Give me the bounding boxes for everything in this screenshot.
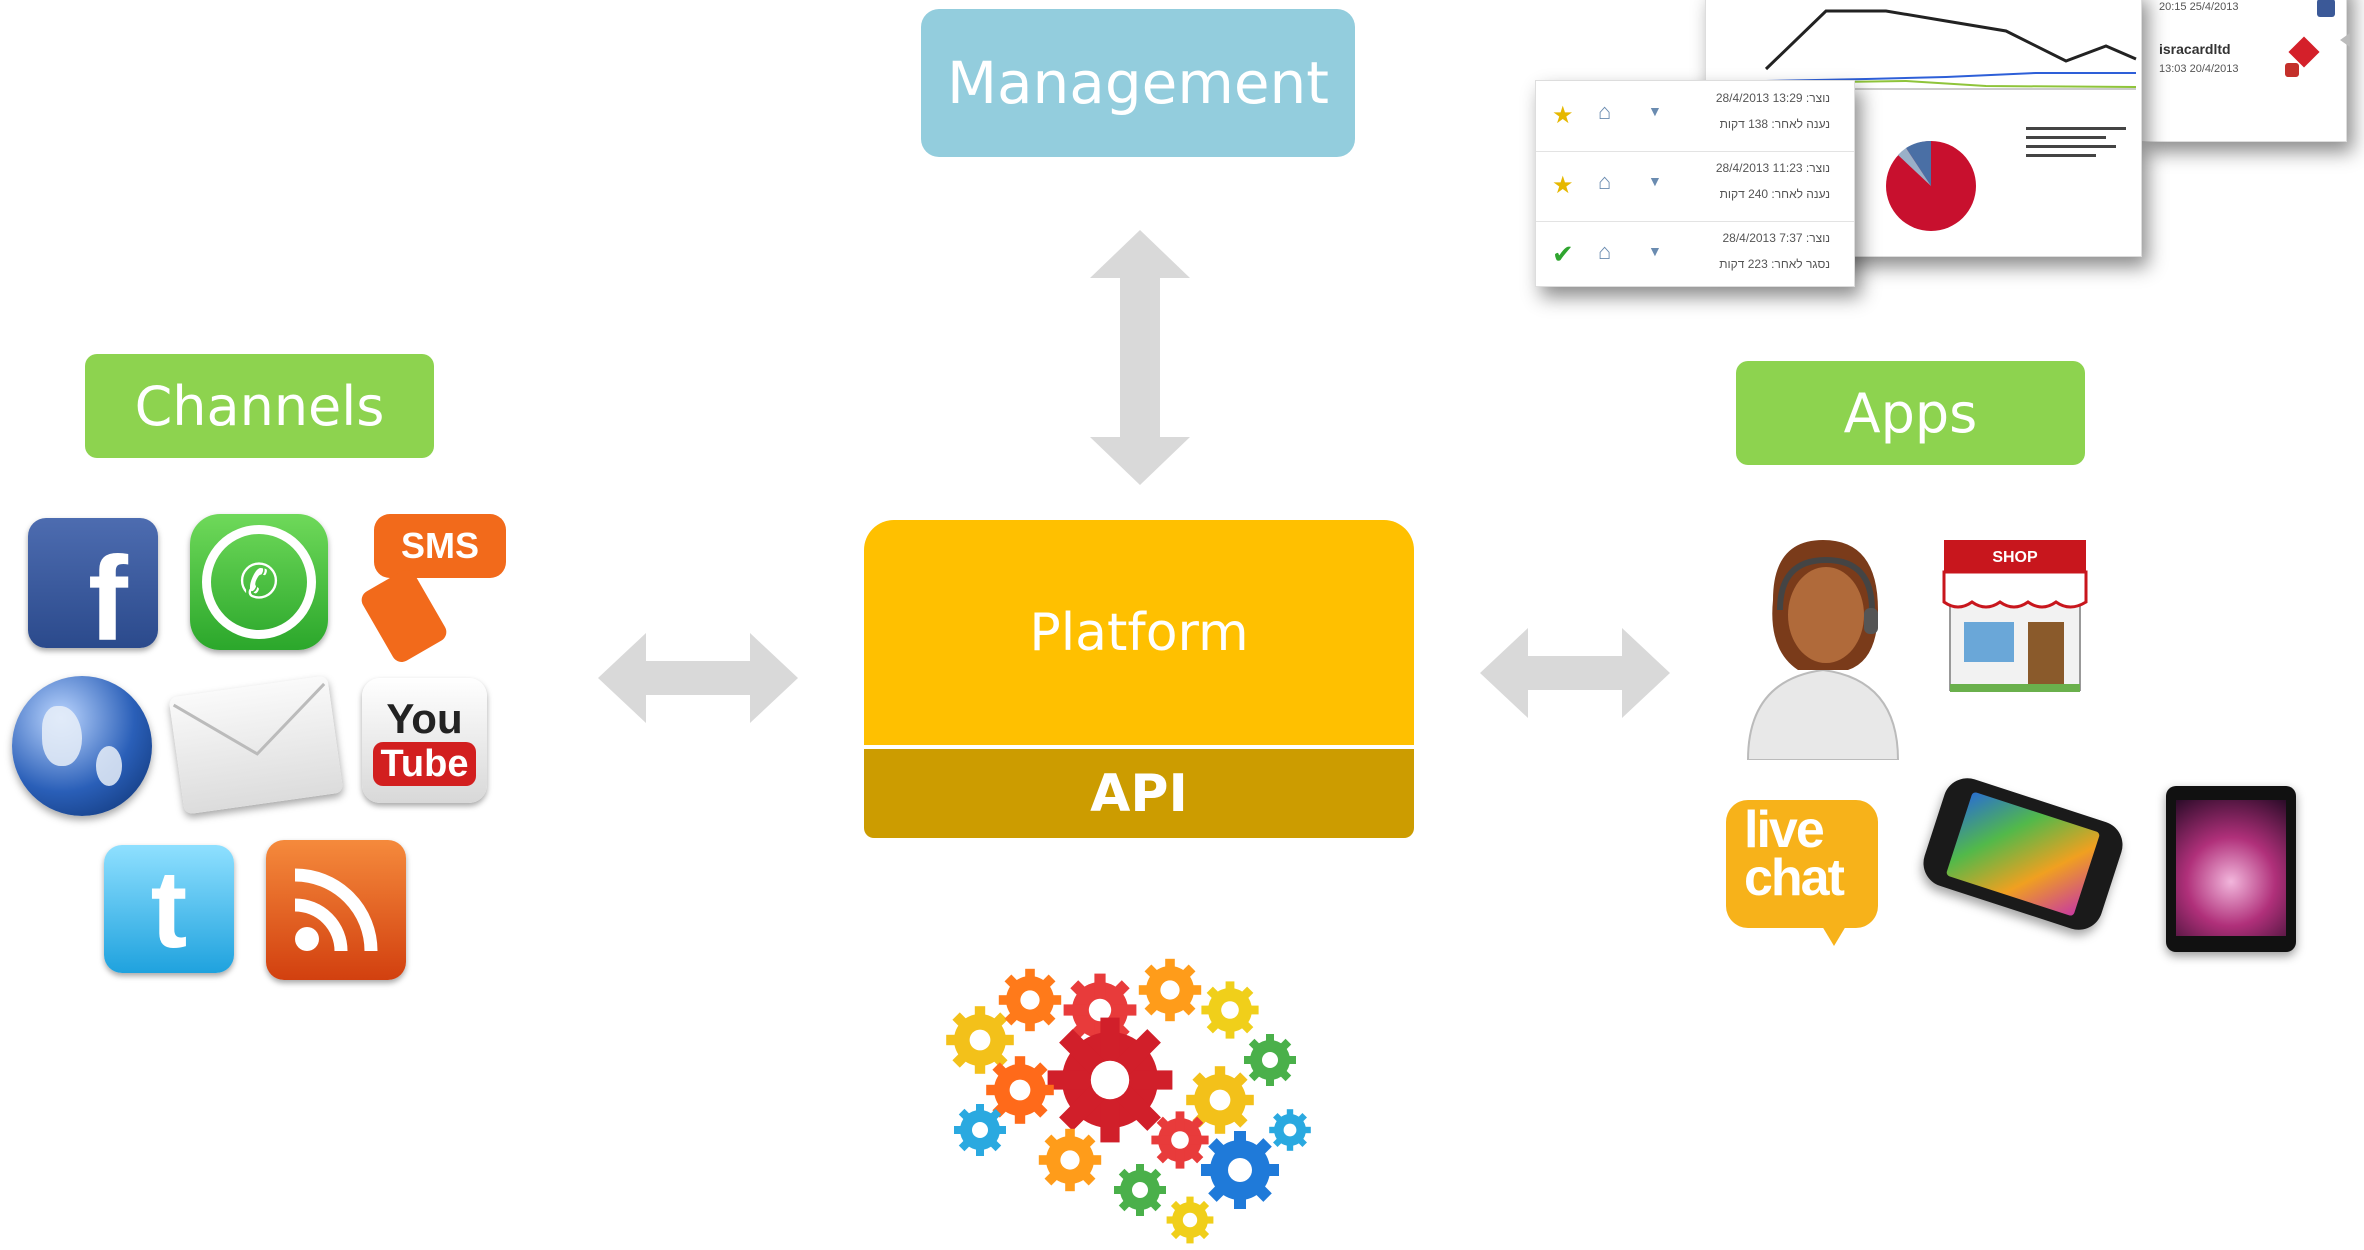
youtube-you-text: You (386, 694, 463, 742)
facebook-icon: f (28, 518, 158, 666)
feed-item-1: 20:15 25/4/2013 (2149, 0, 2339, 19)
dropdown-icon[interactable]: ▼ (1648, 173, 1662, 189)
twitter-icon: t (104, 845, 234, 973)
dropdown-icon[interactable]: ▼ (1648, 243, 1662, 259)
facebook-mini-icon (2317, 0, 2335, 17)
rss-icon (266, 840, 406, 980)
management-label: Management (921, 9, 1355, 157)
expand-arrow-icon[interactable] (2340, 33, 2350, 47)
ticket-status: נענה לאחר: 138 דקות (1719, 117, 1830, 131)
live-chat-line1: live (1744, 801, 1825, 859)
youtube-tube-text: Tube (372, 741, 477, 786)
globe-icon (12, 676, 152, 816)
pie-chart (1886, 140, 1976, 231)
api-box: API (864, 745, 1414, 838)
phone-shape (358, 566, 450, 666)
live-chat-icon: live chat (1726, 800, 1878, 950)
feed-name: isracardltd (2159, 41, 2231, 57)
ticket-row[interactable]: ★ ⌂ ▼ נוצר: 13:29 28/4/2013 נענה לאחר: 1… (1536, 81, 1854, 152)
youtube-icon: You Tube (362, 678, 487, 803)
shop-icon: SHOP (1942, 540, 2088, 692)
left-double-arrow-icon (598, 633, 798, 723)
feed-time: 20:15 25/4/2013 (2159, 1, 2239, 13)
legend-lines (2026, 121, 2126, 163)
tag-icon[interactable]: ⌂ (1598, 99, 1612, 124)
shop-sign-text: SHOP (1992, 549, 2038, 566)
tag-icon[interactable]: ⌂ (1598, 169, 1612, 194)
right-double-arrow-icon (1480, 628, 1670, 718)
support-agent-icon (1746, 540, 1900, 760)
ticket-row[interactable]: ★ ⌂ ▼ נוצר: 11:23 28/4/2013 נענה לאחר: 2… (1536, 151, 1854, 222)
star-icon[interactable]: ★ (1552, 102, 1574, 129)
gears-brain-icon (946, 958, 1311, 1244)
report-screenshot-back: 20:15 25/4/2013 isracardltd 13:03 20/4/2… (2140, 0, 2350, 142)
vertical-double-arrow-icon (1090, 230, 1190, 485)
sms-icon: SMS (358, 514, 506, 666)
check-icon[interactable]: ✔ (1552, 239, 1574, 269)
platform-box: Platform (864, 520, 1414, 745)
ticket-row[interactable]: ✔ ⌂ ▼ נוצר: 7:37 28/4/2013 נסגר לאחר: 22… (1536, 221, 1854, 291)
ticket-created: נוצר: 11:23 28/4/2013 (1715, 161, 1830, 175)
channels-label: Channels (85, 354, 434, 458)
star-icon[interactable]: ★ (1552, 172, 1574, 199)
ticket-status: נסגר לאחר: 223 דקות (1719, 257, 1830, 271)
email-envelope-icon (168, 675, 344, 815)
youtube-mini-icon (2285, 63, 2299, 77)
feed-time: 13:03 20/4/2013 (2159, 63, 2239, 75)
whatsapp-icon: ✆ (190, 514, 328, 650)
feed-item-2: isracardltd 13:03 20/4/2013 (2149, 36, 2339, 81)
tickets-screenshot: ★ ⌂ ▼ נוצר: 13:29 28/4/2013 נענה לאחר: 1… (1535, 80, 1855, 287)
tag-icon[interactable]: ⌂ (1598, 239, 1612, 264)
live-chat-line2: chat (1744, 849, 1845, 907)
smartphone-icon (1917, 772, 2129, 936)
tablet-icon (2166, 786, 2296, 952)
ticket-status: נענה לאחר: 240 דקות (1719, 187, 1830, 201)
ticket-created: נוצר: 13:29 28/4/2013 (1715, 91, 1830, 105)
apps-label: Apps (1736, 361, 2085, 465)
sms-bubble: SMS (374, 514, 506, 578)
ticket-created: נוצר: 7:37 28/4/2013 (1722, 231, 1831, 245)
dropdown-icon[interactable]: ▼ (1648, 103, 1662, 119)
